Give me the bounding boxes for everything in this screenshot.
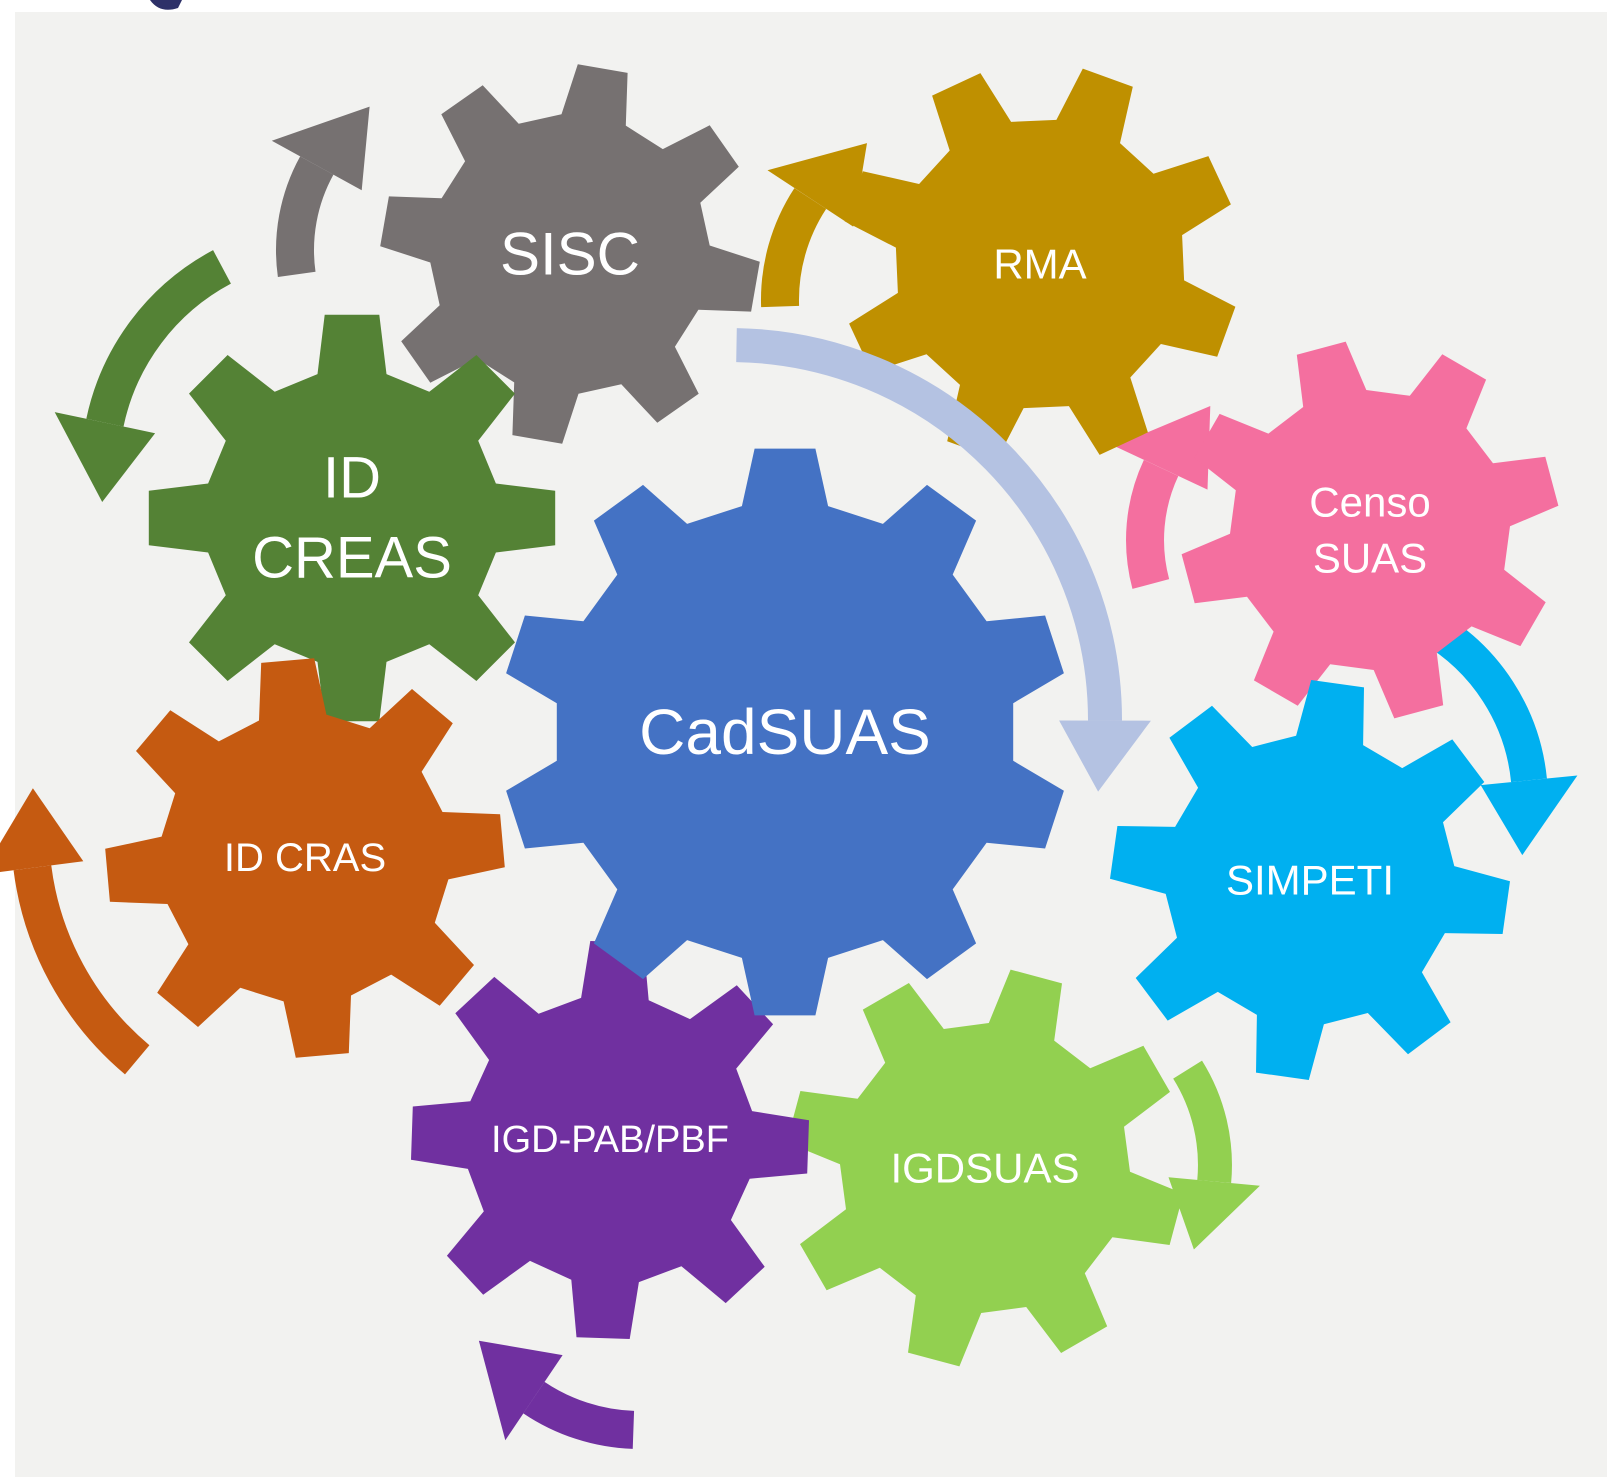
- arrow-censo-suas-head: [1114, 406, 1211, 490]
- gear-id-creas: [148, 314, 556, 722]
- gear-label-igdsuas: IGDSUAS: [890, 1145, 1079, 1192]
- arrow-id-cras-head: [0, 788, 84, 872]
- arrow-igd-pab-pbf-shaft: [523, 1381, 635, 1449]
- gear-label-sisc: SISC: [500, 221, 640, 288]
- gear-label-rma: RMA: [993, 241, 1086, 288]
- arrow-igd-pab-pbf-head: [478, 1340, 563, 1441]
- gear-label-cadsuas: CadSUAS: [639, 696, 931, 768]
- arrow-igdsuas-head: [1168, 1177, 1260, 1250]
- gear-label-censo-suas-line2: SUAS: [1313, 535, 1427, 582]
- arrow-cadsuas-head: [1059, 720, 1151, 792]
- gear-label-id-creas-line1: ID: [323, 446, 381, 511]
- gear-cadsuas: [506, 448, 1064, 1016]
- gear-igd-pab-pbf: [411, 941, 809, 1339]
- gears: [105, 64, 1559, 1367]
- arrow-id-cras-shaft: [13, 865, 150, 1075]
- center-rotation-arrow: [736, 328, 1151, 792]
- gear-label-igd-pab-pbf: IGD-PAB/PBF: [491, 1119, 729, 1161]
- arrow-simpeti-head: [1480, 775, 1578, 856]
- arrow-censo-suas-shaft: [1126, 459, 1179, 589]
- arrow-rma-shaft: [761, 188, 827, 308]
- arrow-id-creas-head: [54, 412, 156, 502]
- gear-label-simpeti: SIMPETI: [1226, 857, 1394, 904]
- arrow-rma-head: [767, 143, 867, 227]
- gear-rma: [844, 68, 1236, 460]
- gear-igdsuas: [786, 969, 1184, 1367]
- arrow-sisc-shaft: [276, 156, 334, 278]
- arrow-sisc-head: [271, 106, 370, 191]
- gear-sisc: [380, 64, 760, 444]
- gear-id-cras: [105, 658, 505, 1058]
- arrow-igdsuas-shaft: [1172, 1060, 1232, 1184]
- arrow-cadsuas-shaft: [736, 328, 1123, 721]
- title-fragment: [150, 0, 182, 10]
- gear-label-censo-suas-line1: Censo: [1309, 479, 1430, 526]
- arrow-id-creas-shaft: [86, 250, 232, 427]
- gear-label-id-cras: ID CRAS: [224, 836, 386, 880]
- rotation-arrows: [0, 106, 1578, 1449]
- gear-censo-suas: [1181, 341, 1559, 719]
- gear-label-id-creas-line2: CREAS: [252, 526, 452, 591]
- gear-simpeti: [1110, 680, 1510, 1080]
